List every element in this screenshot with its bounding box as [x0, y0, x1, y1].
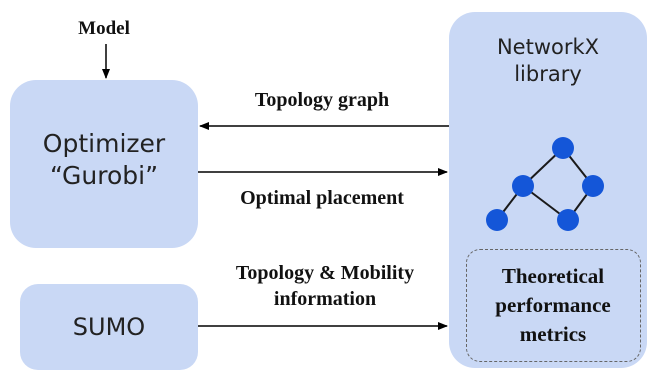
graph-node: [512, 175, 534, 197]
topology-mobility-label: Topology & Mobility information: [235, 262, 415, 310]
optimal-placement-label: Optimal placement: [240, 187, 404, 209]
sumo-label: SUMO: [72, 313, 146, 341]
graph-node: [582, 175, 604, 197]
networkx-box: NetworkX library: [449, 12, 647, 368]
graph-node: [557, 209, 579, 231]
graph-node: [552, 137, 574, 159]
graph-node: [486, 209, 508, 231]
metrics-box: Theoretical performance metrics: [466, 249, 641, 362]
metrics-label: Theoretical performance metrics: [495, 264, 611, 346]
optimizer-label: Optimizer “Gurobi”: [42, 129, 166, 190]
sumo-box: SUMO: [20, 284, 198, 370]
networkx-label: NetworkX library: [496, 35, 600, 86]
topology-graph-label: Topology graph: [254, 89, 390, 111]
model-label: Model: [78, 18, 130, 39]
tree-graph-icon: [486, 137, 604, 231]
optimizer-box: Optimizer “Gurobi”: [10, 80, 198, 248]
